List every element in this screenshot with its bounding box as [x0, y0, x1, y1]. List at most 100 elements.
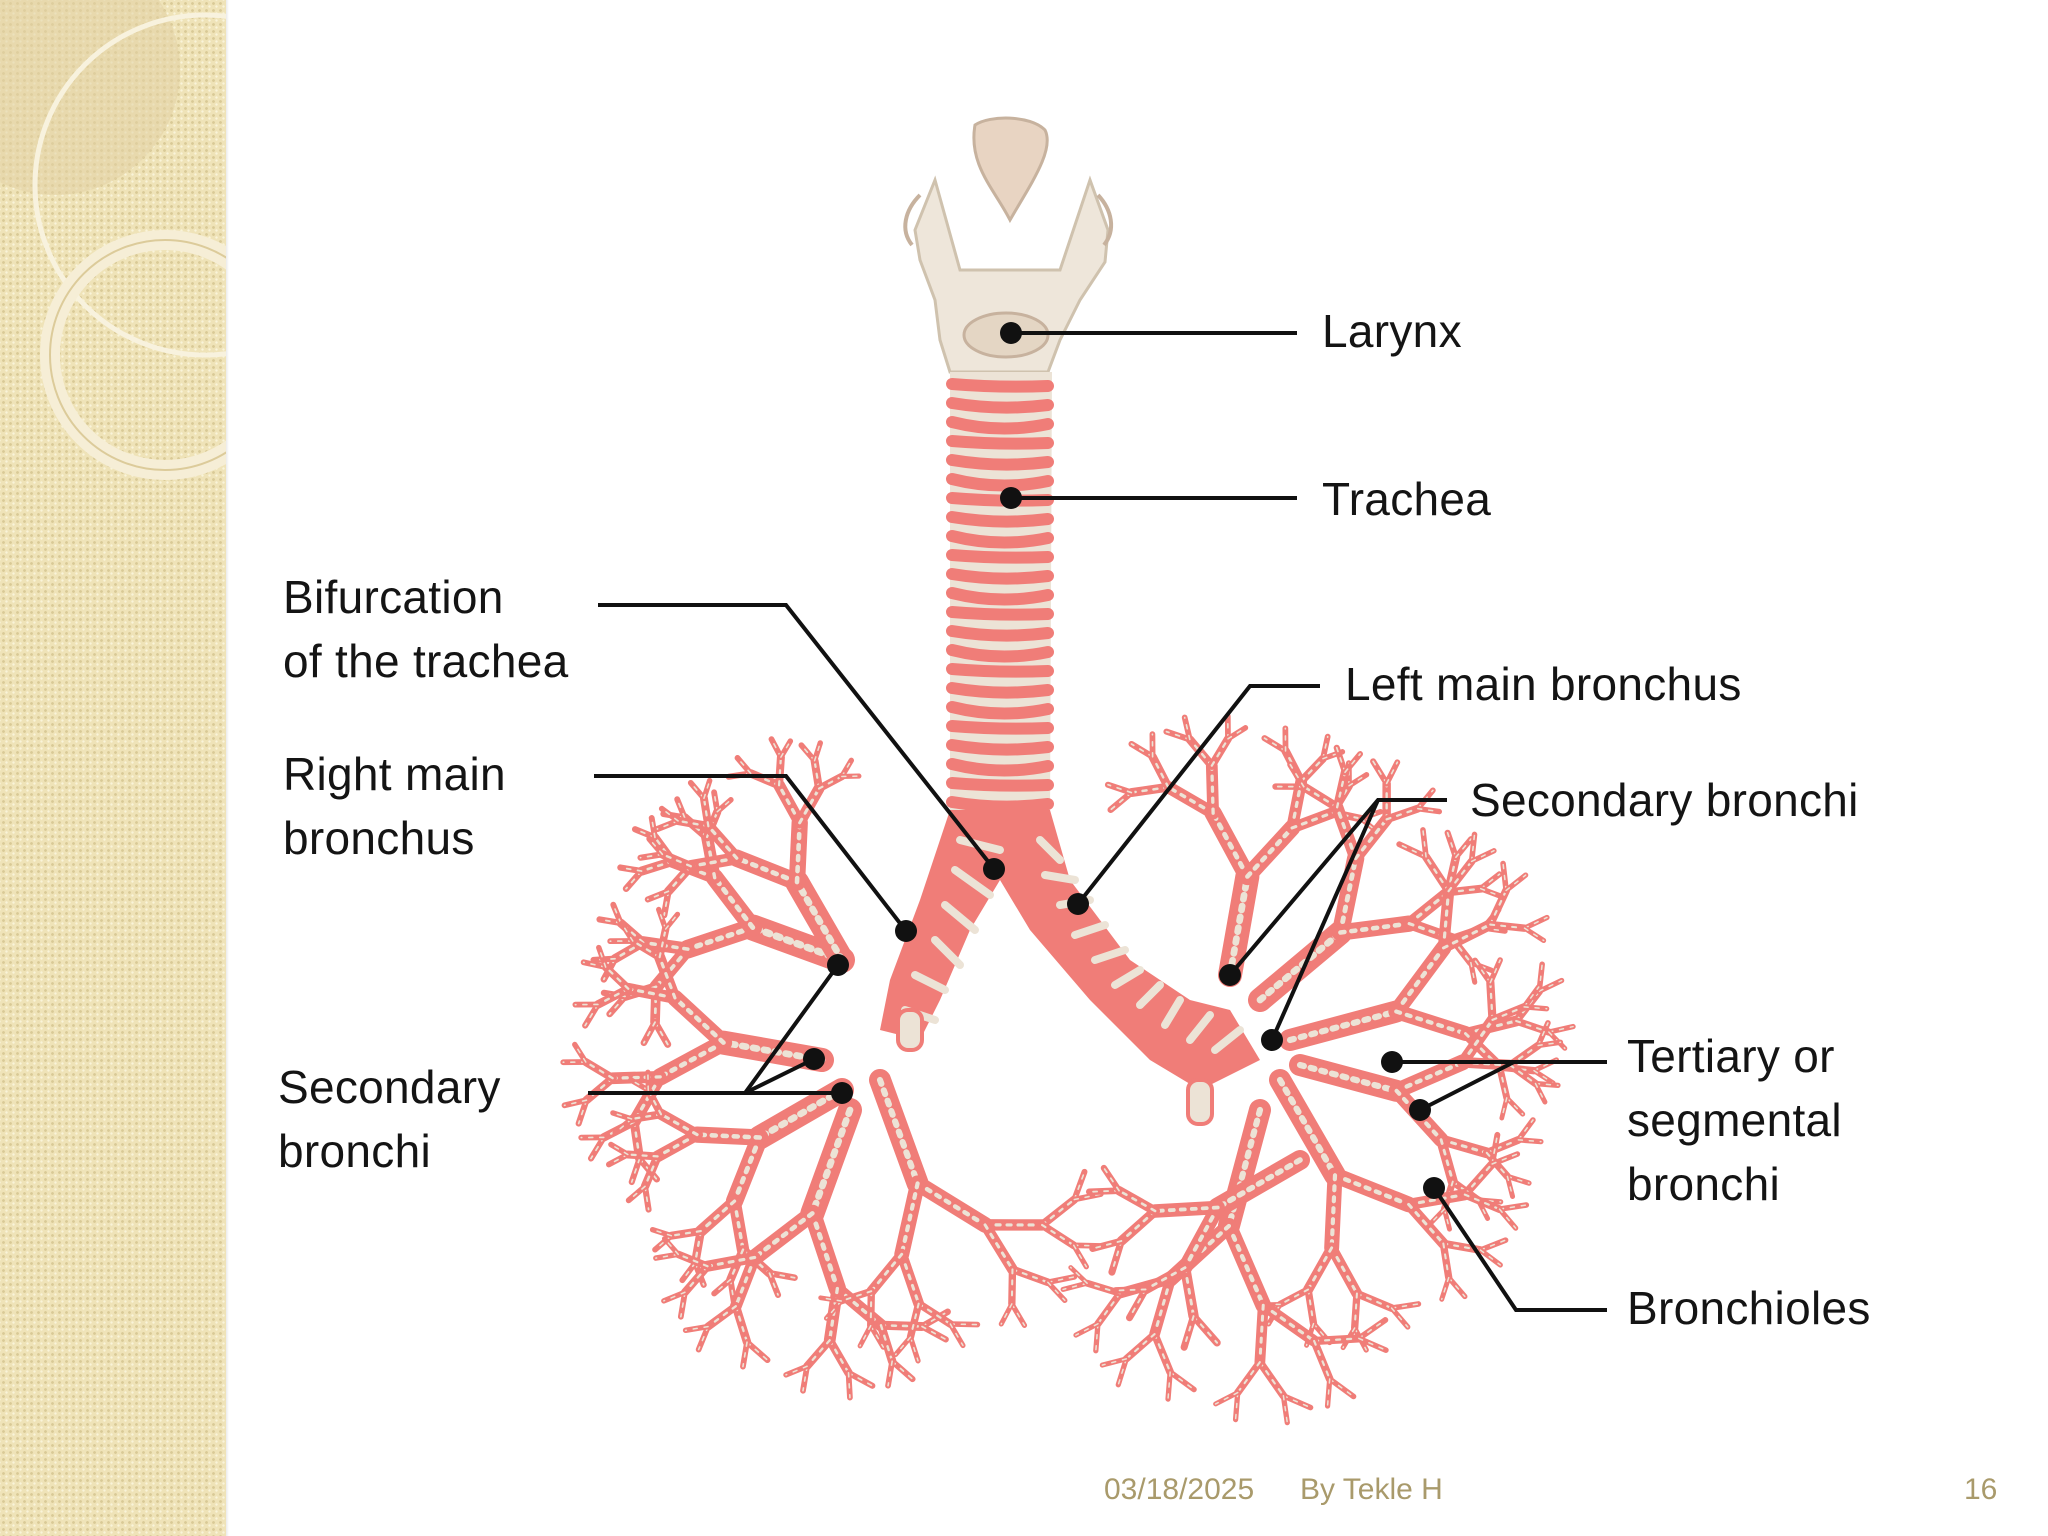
bronchus-branch-ring [706, 1255, 757, 1268]
bronchus-branch-ring [658, 927, 667, 959]
bronchus-branch-ring [656, 820, 679, 830]
bronchus-branch [1008, 1265, 1017, 1308]
leader-line-bronchioles [1432, 1186, 1607, 1312]
bronchus-ring [1041, 871, 1079, 884]
anchor-dot-bronchioles [1423, 1177, 1445, 1199]
bronchus-ring [1136, 981, 1164, 1009]
bronchus-branch-ring [1279, 1288, 1310, 1306]
bronchus-ring [1186, 1011, 1214, 1044]
bronchus-branch-ring [828, 1286, 840, 1342]
bronchus-branch [1108, 1237, 1125, 1276]
bronchus-branch-ring [1498, 1204, 1528, 1210]
bronchus-branch-ring [813, 759, 821, 790]
bronchus-branch-ring [574, 1043, 587, 1063]
bronchus-branch-ring [869, 1324, 885, 1348]
bronchus-branch-ring [1506, 1175, 1514, 1198]
bronchus-branch [1444, 857, 1476, 896]
bronchus-branch [876, 1321, 897, 1366]
anchor-dot-secondary-bronchi-right-b [1261, 1029, 1283, 1051]
bronchus-branch [1185, 735, 1217, 770]
bronchus-branch-ring [655, 1253, 680, 1259]
bronchus-branch-ring [620, 922, 634, 942]
anchor-dot-tertiary-a [1381, 1051, 1403, 1073]
bronchus-branch-ring [654, 1021, 669, 1046]
bronchus-branch-ring [598, 918, 622, 924]
bronchus-branch-ring [664, 913, 679, 930]
bronchus-branch-ring [613, 941, 645, 961]
bronchus-branch-ring [1523, 916, 1548, 929]
bronchus-branch-ring [630, 1113, 663, 1121]
trachea-illustration [946, 372, 1054, 820]
label-trachea: Trachea [1322, 473, 1492, 525]
bronchus-branch-ring [847, 1371, 874, 1387]
bronchus-branch-ring [1091, 1240, 1123, 1250]
bronchus-branch-ring [1537, 1041, 1562, 1047]
bronchus-branch-ring [1183, 1205, 1220, 1270]
bronchus-branch-ring [734, 1255, 757, 1308]
bronchus-branch-ring [1394, 1060, 1465, 1094]
bronchus-branch-ring [1332, 1173, 1411, 1207]
bronchus-branch-ring [841, 759, 853, 778]
bronchus-branch-ring [798, 787, 821, 825]
bronchus-branch-ring [1245, 825, 1295, 879]
bronchus-branch-ring [949, 1323, 979, 1326]
bronchus-branch-ring [713, 791, 719, 813]
bronchus-branch-ring [1464, 1032, 1502, 1069]
bronchial-tree-illustration [560, 116, 1576, 1426]
bronchus-branch-ring [1489, 959, 1501, 984]
bronchus-branch-ring [777, 783, 802, 825]
trachea-ring [946, 397, 1054, 414]
bronchus-branch-ring [1398, 843, 1427, 858]
bronchus-branch-ring [1286, 1008, 1400, 1044]
trachea-ring [946, 530, 1054, 549]
anchor-dot-larynx [1000, 322, 1022, 344]
bronchus-branch-ring [770, 738, 782, 758]
bronchus-branch-ring [921, 1325, 947, 1341]
bronchus-ring [941, 901, 979, 934]
bronchus-branch-ring [1107, 783, 1133, 794]
bronchus-branch-ring [1130, 743, 1154, 758]
bronchus-branch-ring [729, 1278, 735, 1304]
bronchus-branch-ring [894, 1336, 912, 1356]
bronchus-branch-ring [1101, 1358, 1128, 1366]
bronchus-branch-ring [1144, 1266, 1187, 1291]
bronchus-branch [704, 1302, 740, 1331]
bronchus-branch-ring [1226, 873, 1251, 979]
bronchus-branch-ring [1455, 838, 1472, 859]
bronchus-branch-ring [663, 1291, 686, 1302]
bronchus-branch-ring [1322, 735, 1329, 760]
bronchus-branch-ring [785, 1365, 808, 1376]
bronchus-branch-ring [1441, 1276, 1450, 1301]
label-larynx: Larynx [1322, 305, 1462, 357]
bronchus-branch-ring [584, 1060, 614, 1080]
bronchus-branch-ring [1501, 1097, 1508, 1119]
bronchus-branch-ring [657, 908, 667, 930]
footer-author: By Tekle H [1300, 1473, 1443, 1506]
bronchus-branch-ring [582, 961, 607, 968]
bronchus-branch-ring [1258, 1361, 1285, 1397]
bronchus-branch-ring [1290, 779, 1303, 830]
bronchus-branch-ring [712, 875, 756, 930]
bronchus-branch-ring [1069, 1266, 1088, 1284]
bronchus-branch-ring [1498, 1208, 1517, 1229]
bronchus-branch [825, 1336, 853, 1378]
bronchus-branch-ring [1167, 1371, 1171, 1400]
trachea-ring [946, 663, 1054, 678]
bronchus-branch [593, 984, 633, 1009]
trachea-ring [946, 720, 1054, 735]
bronchus-branch-ring [1534, 1082, 1559, 1087]
bronchus-branch-ring [794, 820, 803, 885]
bronchus-branch-ring [983, 1223, 1014, 1271]
bronchus-branch-ring [1263, 737, 1287, 752]
trachea-ring [946, 378, 1054, 393]
bronchus-ring [1111, 966, 1144, 989]
bronchus-branch-ring [608, 995, 626, 1015]
bronchus-branch-ring [1505, 874, 1527, 892]
bronchus-branch-ring [768, 1272, 779, 1296]
bronchus-branch-ring [1073, 1170, 1086, 1201]
bronchus-branch [1126, 782, 1173, 798]
bronchus-branch-ring [681, 1262, 696, 1282]
bronchus-branch-ring [626, 1153, 659, 1158]
label-right-main-line2: bronchus [283, 812, 475, 864]
bronchus-branch-ring [1548, 1025, 1574, 1033]
